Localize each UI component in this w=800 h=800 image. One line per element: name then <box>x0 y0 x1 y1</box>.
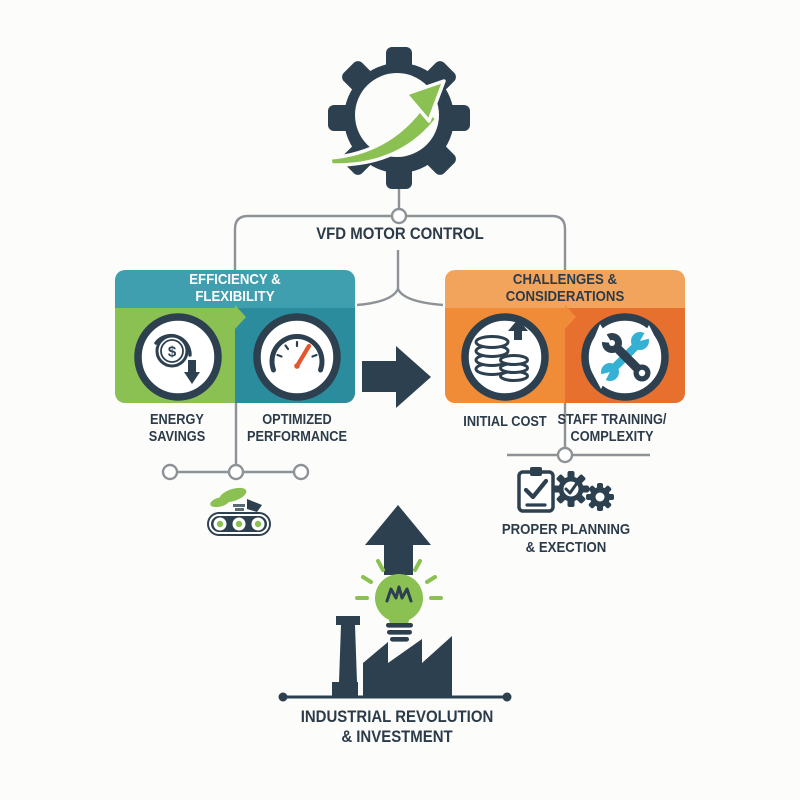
industrial-revolution-label: INDUSTRIAL REVOLUTION & INVESTMENT <box>300 707 494 747</box>
left-box-chevron-icon <box>235 305 246 329</box>
node-circle-right <box>556 446 574 464</box>
lightbulb-icon <box>375 574 423 642</box>
footer-dot-left <box>278 692 288 702</box>
bulb-rays <box>355 559 443 600</box>
hub-title: VFD MOTOR CONTROL <box>316 224 484 243</box>
planning-icons <box>517 467 614 513</box>
coin-stack-icon <box>461 313 549 401</box>
industry-growth-art <box>332 505 452 697</box>
right-box-header: CHALLENGES & CONSIDERATIONS <box>445 270 685 308</box>
dollar-savings-icon: $ <box>134 313 222 401</box>
staff-training-label: STAFF TRAINING/ COMPLEXITY <box>557 412 667 446</box>
nozzle-icon <box>247 499 262 512</box>
left-box-header: EFFICIENCY & FLEXIBILITY <box>115 270 355 308</box>
conveyor-rollers <box>213 517 265 531</box>
clipboard-check-icon <box>517 467 555 513</box>
gauge-needle <box>294 343 312 369</box>
initial-cost-label: INITIAL COST <box>463 414 547 430</box>
optimized-performance-label: OPTIMIZED PERFORMANCE <box>247 412 347 446</box>
gear-growth-arrow-icon <box>328 47 470 189</box>
gear-icon <box>586 483 614 511</box>
up-arrow-small-icon <box>508 319 528 340</box>
right-box-header-label: CHALLENGES & CONSIDERATIONS <box>505 271 625 305</box>
right-arrow-icon <box>362 346 431 408</box>
navy-wrench <box>593 324 651 382</box>
node-circle-top <box>390 207 408 225</box>
eco-conveyor-icon <box>207 487 271 536</box>
factory-icon <box>332 616 452 697</box>
footer-dot-right <box>502 692 512 702</box>
up-arrow-icon <box>365 505 431 575</box>
node-circle-left-b <box>227 463 245 481</box>
gauge-icon <box>253 313 341 401</box>
node-circle-left-c <box>292 463 310 481</box>
growth-arrow-head <box>404 79 446 123</box>
proper-planning-label: PROPER PLANNING & EXECTION <box>501 521 631 556</box>
energy-savings-label: ENERGY SAVINGS <box>148 412 206 446</box>
dollar-glyph: $ <box>168 344 177 361</box>
gear-check-icon <box>553 471 589 507</box>
left-box-header-label: EFFICIENCY & FLEXIBILITY <box>189 271 281 305</box>
down-arrow-icon <box>184 360 200 384</box>
wrench-tools-icon <box>581 313 669 401</box>
right-box-chevron-icon <box>565 305 576 329</box>
node-circle-left-a <box>161 463 179 481</box>
line-y-split <box>356 286 444 307</box>
cyan-wrench <box>594 325 655 389</box>
leaf-icon <box>210 496 230 508</box>
